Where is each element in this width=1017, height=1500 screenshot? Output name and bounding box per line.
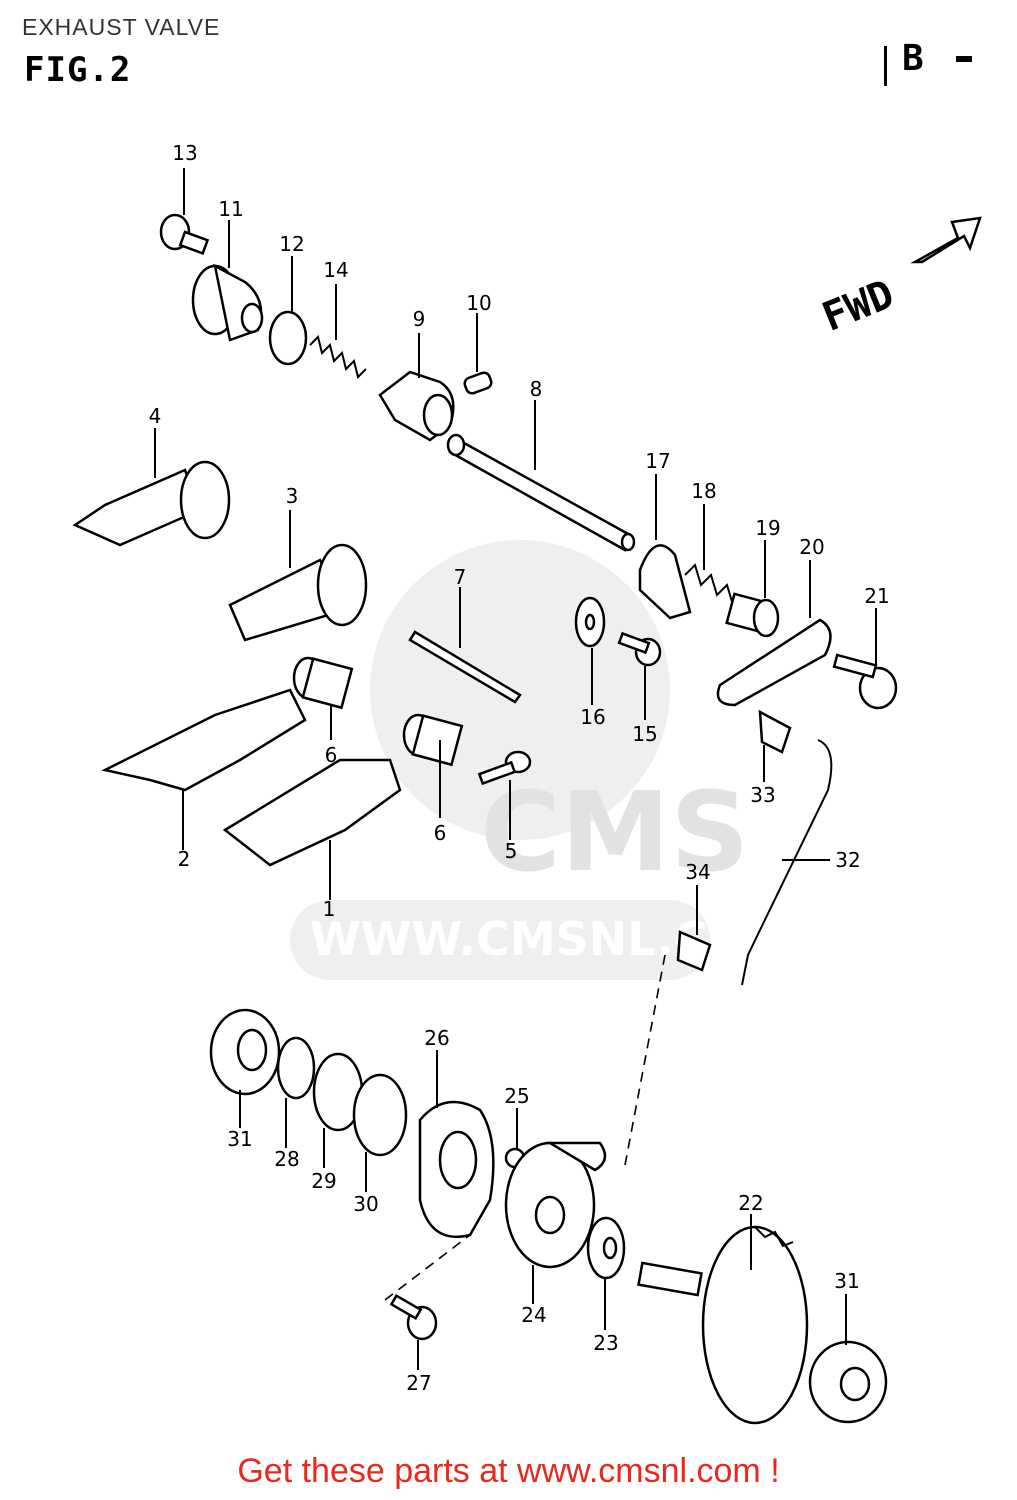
part-14-spring bbox=[309, 335, 367, 379]
figure-label: FIG.2 bbox=[24, 50, 132, 90]
part-13-bolt bbox=[159, 213, 210, 255]
fwd-arrow-icon bbox=[910, 216, 982, 264]
part-34-clip bbox=[676, 930, 712, 972]
callout-8: 8 bbox=[530, 377, 543, 401]
callout-1: 1 bbox=[323, 897, 336, 921]
callout-28: 28 bbox=[274, 1147, 299, 1171]
part-2-valve bbox=[101, 688, 307, 792]
part-30-gasket bbox=[352, 1073, 408, 1157]
callout-34: 34 bbox=[685, 860, 710, 884]
page-title: EXHAUST VALVE bbox=[22, 14, 221, 40]
callout-13: 13 bbox=[172, 141, 197, 165]
part-4-valve bbox=[72, 460, 231, 547]
watermark-url: WWW.CMSNL.COM bbox=[310, 912, 793, 966]
callout-21: 21 bbox=[864, 584, 889, 608]
callout-10: 10 bbox=[466, 291, 491, 315]
callout-17: 17 bbox=[645, 449, 670, 473]
callout-31-left: 31 bbox=[227, 1127, 252, 1151]
linkage-dashed-line bbox=[624, 954, 666, 1166]
fwd-label: FWD bbox=[816, 271, 900, 341]
section-tag-dash bbox=[956, 56, 972, 62]
callout-3: 3 bbox=[286, 484, 299, 508]
callout-12: 12 bbox=[279, 232, 304, 256]
callout-33: 33 bbox=[750, 783, 775, 807]
callout-31-right: 31 bbox=[834, 1269, 859, 1293]
callout-23: 23 bbox=[593, 1331, 618, 1355]
part-10-screw bbox=[463, 371, 493, 395]
part-21-bolt bbox=[832, 653, 898, 710]
part-5-bolt bbox=[477, 750, 532, 786]
watermark-brand: CMS bbox=[480, 768, 749, 896]
part-20-lever bbox=[716, 618, 832, 707]
part-31-bearing-right bbox=[808, 1340, 888, 1424]
callout-27: 27 bbox=[406, 1371, 431, 1395]
forward-direction-indicator: FWD bbox=[816, 216, 982, 341]
part-11-cap bbox=[191, 263, 264, 342]
part-9-holder bbox=[378, 370, 455, 442]
callout-9: 9 bbox=[413, 307, 426, 331]
part-12-o-ring bbox=[268, 310, 308, 366]
part-24-pulley bbox=[504, 1141, 607, 1269]
leader-lines bbox=[154, 168, 877, 1370]
callout-18: 18 bbox=[691, 479, 716, 503]
callout-26: 26 bbox=[424, 1026, 449, 1050]
callout-32: 32 bbox=[835, 848, 860, 872]
screw-dashed-line bbox=[384, 1234, 471, 1301]
callout-5: 5 bbox=[505, 839, 518, 863]
part-27-screw bbox=[389, 1293, 438, 1341]
section-tag-text: B bbox=[902, 38, 924, 79]
part-17-plate bbox=[638, 544, 692, 620]
section-tag-bar bbox=[884, 46, 887, 86]
callout-16: 16 bbox=[580, 705, 605, 729]
callout-29: 29 bbox=[311, 1169, 336, 1193]
callout-25: 25 bbox=[504, 1084, 529, 1108]
part-22-gear bbox=[637, 1225, 809, 1425]
section-tag: B bbox=[884, 38, 984, 88]
part-16-washer bbox=[574, 596, 606, 648]
callout-11: 11 bbox=[218, 197, 243, 221]
callout-22: 22 bbox=[738, 1191, 763, 1215]
part-33-clip bbox=[758, 709, 792, 754]
callout-14: 14 bbox=[323, 258, 348, 282]
part-6-bushing-upper bbox=[292, 656, 354, 710]
part-1-valve bbox=[222, 758, 402, 867]
callout-20: 20 bbox=[799, 535, 824, 559]
part-18-spring bbox=[684, 563, 734, 606]
footer-link-text[interactable]: Get these parts at www.cmsnl.com ! bbox=[237, 1452, 780, 1490]
part-31-bearing-left bbox=[209, 1008, 281, 1096]
callout-labels: 1 2 3 4 5 6 6 7 8 9 10 11 12 13 14 15 16… bbox=[149, 141, 890, 1395]
part-23-washer bbox=[586, 1216, 626, 1280]
watermark-banner bbox=[290, 900, 710, 980]
part-6-bushing-lower bbox=[402, 713, 464, 767]
callout-24: 24 bbox=[521, 1303, 546, 1327]
callout-15: 15 bbox=[632, 722, 657, 746]
callout-4: 4 bbox=[149, 404, 162, 428]
callout-19: 19 bbox=[755, 516, 780, 540]
part-28-circlip bbox=[276, 1036, 316, 1100]
callout-6-upper: 6 bbox=[325, 743, 338, 767]
part-32-rod bbox=[741, 739, 833, 986]
callout-7: 7 bbox=[454, 565, 467, 589]
part-7-pin bbox=[408, 630, 522, 704]
callout-30: 30 bbox=[353, 1192, 378, 1216]
part-15-screw bbox=[617, 631, 662, 667]
part-19-collar bbox=[725, 592, 780, 638]
part-26-cover bbox=[418, 1100, 495, 1238]
watermark: CMS WWW.CMSNL.COM bbox=[290, 540, 793, 980]
part-8-shaft bbox=[446, 433, 636, 552]
callout-6-lower: 6 bbox=[434, 821, 447, 845]
callout-2: 2 bbox=[178, 847, 191, 871]
part-3-valve bbox=[228, 543, 368, 642]
